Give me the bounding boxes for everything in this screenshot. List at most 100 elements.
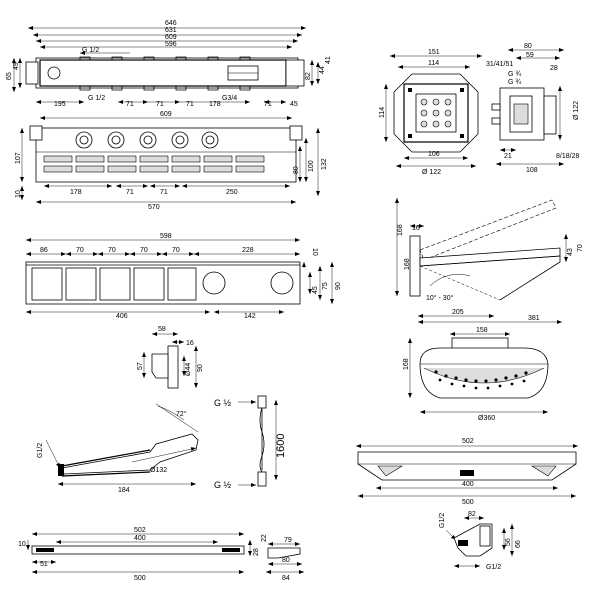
dim-59: 59 [526,52,534,59]
dim-114-side: 114 [379,107,386,118]
angle-10-30: 10° - 30° [426,294,454,302]
dim-108: 108 [526,167,538,174]
concealed-body-top-view: 646 631 609 596 G 1/2 65 49 82 44 41 [6,20,332,108]
dim-114-top: 114 [428,60,439,67]
dim-598: 598 [160,233,172,240]
overhead-shower-side-view: 158 168 Ø360 [403,327,549,422]
dim-406: 406 [116,313,128,320]
dim-168-head: 168 [403,358,410,370]
dim-250: 250 [226,189,238,196]
dim-g12-mid: G 1/2 [88,95,105,102]
wall-outlet-view: 58 16 57 Ø44 90 [137,326,204,389]
hand-shower-view: 72° G1/2 Ø132 184 [37,403,199,494]
dim-70-arm: 70 [577,244,584,252]
dim-80-box: 80 [524,43,532,50]
dim-80-rail-side: 80 [282,557,290,564]
dim-75-therm: 75 [322,282,329,290]
shower-arm-side-view: 168 16 168 43 70 10° - 30° 205 381 [395,198,584,324]
dim-80-front: 80 [293,166,300,174]
dim-596: 596 [165,41,177,48]
dim-g34: G3/4 [222,95,237,102]
dim-70b: 70 [108,247,116,254]
dim-122-box: Ø 122 [573,101,580,120]
dim-195: 195 [54,101,66,108]
dim-28-box: 28 [550,65,558,72]
installation-box-side-view: 80 59 31/41/51 28 G ¾ G ¾ Ø 122 21 8/18/… [486,43,580,174]
dim-71b: 71 [156,101,164,108]
dim-44-outlet: Ø44 [185,363,192,376]
dim-570: 570 [148,204,160,211]
dim-502-rail: 502 [134,527,146,534]
dim-21: 21 [504,153,512,160]
dim-71-front-b: 71 [160,189,168,196]
dim-205: 205 [452,309,464,316]
dim-609: 609 [165,34,177,41]
hose-g12-top: G ½ [214,398,232,408]
dim-72-angle: 72° [176,410,187,418]
dim-158: 158 [476,327,488,334]
shelf-rail-side-view: 79 80 84 [266,537,304,582]
dim-43: 43 [567,248,574,256]
dim-132-handshower: Ø132 [150,467,167,474]
elbow-g12-vertical: G1/2 [439,513,446,528]
dim-609-front: 609 [160,111,172,118]
dim-646: 646 [165,20,177,27]
dim-400-head: 400 [462,481,474,488]
dim-122-round: Ø 122 [422,169,441,176]
dim-151: 151 [428,49,440,56]
dim-45-therm: 45 [312,286,319,294]
dim-57: 57 [137,362,144,370]
dim-90-outlet: 90 [197,364,204,372]
hose-length: 1600 [275,434,287,458]
dim-16-outlet: 16 [186,340,194,347]
wall-elbow-view: G1/2 82 56 66 G1/2 [439,511,522,571]
dim-502-head: 502 [462,438,474,445]
dim-8-18-28: 8/18/28 [556,153,579,160]
installation-box-round-view: 151 114 114 106 Ø 122 [379,49,482,176]
dim-70c: 70 [140,247,148,254]
dim-360: Ø360 [478,415,495,422]
dim-168-arm-inner: 168 [404,258,411,270]
dim-107: 107 [15,152,22,164]
dim-16-arm: 16 [412,225,420,232]
dim-g34-b: G ¾ [508,79,521,86]
dim-184: 184 [118,487,130,494]
dim-132: 132 [321,158,328,170]
dim-100: 100 [308,160,315,172]
dim-65: 65 [6,72,13,80]
dim-71a: 71 [126,101,134,108]
dim-28-rail: 28 [253,548,260,556]
dim-228: 228 [242,247,254,254]
dim-178-front: 178 [70,189,82,196]
dim-142: 142 [244,313,256,320]
dim-86: 86 [40,247,48,254]
dim-51: 51 [40,561,48,568]
dim-10-rail: 10 [18,541,26,548]
dim-44: 44 [319,66,326,74]
dim-84: 84 [282,575,290,582]
dim-g34-a: G ¾ [508,71,521,78]
concealed-body-front-view: 609 107 10 178 71 [15,111,328,211]
dim-71d: 71 [264,101,272,108]
dim-168-arm: 168 [397,224,404,236]
dim-31-41-51: 31/41/51 [486,61,513,68]
dim-79: 79 [284,537,292,544]
dim-381: 381 [528,315,540,322]
dim-82-elbow: 82 [468,511,476,518]
dim-82: 82 [305,72,312,80]
thermostat-front-view: 598 86 70 70 70 70 228 10 45 75 90 406 1… [25,233,342,320]
dim-10-front: 10 [15,190,22,198]
dim-56: 56 [505,538,512,546]
overhead-shower-front-view: 502 400 500 [356,438,578,506]
dim-45: 45 [290,101,298,108]
dim-631: 631 [165,27,177,34]
dim-106: 106 [428,151,440,158]
dim-71-front-a: 71 [126,189,134,196]
elbow-g12-horizontal: G1/2 [486,564,501,571]
dim-10-therm: 10 [311,248,318,256]
dim-71c: 71 [186,101,194,108]
hose-g12-bottom: G ½ [214,480,232,490]
shower-hose-view: G ½ 1600 G ½ [214,395,287,490]
dim-66: 66 [515,540,522,548]
shelf-rail-view: 502 400 10 51 500 28 22 [18,527,268,582]
